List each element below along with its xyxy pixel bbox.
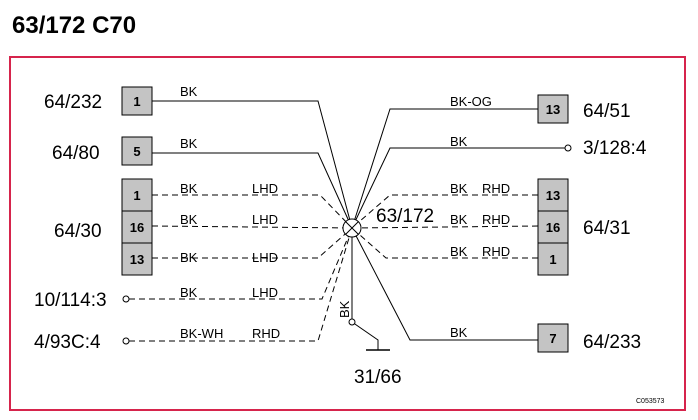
- pin-box-64-31-16: [537, 210, 569, 244]
- side-label-64-31-row2: RHD: [482, 212, 510, 227]
- diagram-title: 63/172 C70: [12, 12, 137, 39]
- wire-64-30-pin16: [151, 225, 353, 229]
- pin-64-31-row3: 1: [549, 252, 556, 267]
- wire-label-64-233: BK: [450, 325, 468, 340]
- wire-3-128: [351, 147, 565, 229]
- wire-64-30-pin13: [152, 227, 353, 259]
- pin-64-232: 1: [133, 94, 140, 109]
- connector-64-31: 64/31: [583, 218, 631, 239]
- pin-64-51: 13: [546, 102, 560, 117]
- pin-64-233: 7: [549, 331, 556, 346]
- connector-64-233: 64/233: [583, 332, 641, 353]
- wire-label-64-51: BK-OG: [450, 94, 492, 109]
- connector-64-232: 64/232: [44, 92, 102, 113]
- wire-label-4-93c: BK-WH: [180, 326, 223, 341]
- center-label: 63/172: [376, 206, 434, 227]
- pin-64-31-row1: 13: [546, 188, 560, 203]
- pin-64-80: 5: [133, 144, 140, 159]
- splice-node: [342, 218, 362, 238]
- side-label-4-93c: RHD: [252, 326, 280, 341]
- side-label-64-30-row3: LHD: [252, 250, 278, 265]
- wire-label-64-31-row3: BK: [450, 244, 468, 259]
- wire-64-31-pin13: [351, 194, 538, 229]
- pin-box-64-51: [537, 94, 569, 124]
- wire-label-64-80: BK: [180, 136, 198, 151]
- wire-label-10-114: BK: [180, 285, 198, 300]
- pin-box-64-233: [537, 323, 569, 353]
- connector-64-51: 64/51: [583, 101, 631, 122]
- pin-64-30-row2: 16: [130, 220, 144, 235]
- ground-label: 31/66: [354, 367, 402, 388]
- pin-box-64-30-16: [121, 210, 153, 244]
- wire-ground: [351, 228, 379, 350]
- wire-64-232: [152, 100, 353, 229]
- wire-64-51: [351, 108, 538, 229]
- side-label-64-30-row2: LHD: [252, 212, 278, 227]
- side-label-10-114: LHD: [252, 285, 278, 300]
- terminal-10-114: [122, 295, 130, 303]
- wire-label-64-31-row1: BK: [450, 181, 468, 196]
- terminal-3-128: [564, 144, 572, 152]
- wire-64-233: [351, 227, 538, 341]
- pin-box-64-30-1: [121, 178, 153, 212]
- pin-64-30-row3: 13: [130, 252, 144, 267]
- terminal-ground: [348, 318, 356, 326]
- diagram-frame: [9, 56, 686, 411]
- wire-label-3-128: BK: [450, 134, 468, 149]
- terminal-4-93c: [122, 337, 130, 345]
- pin-64-30-row1: 1: [133, 188, 140, 203]
- connector-4-93c: 4/93C:4: [34, 332, 101, 353]
- connector-64-80: 64/80: [52, 143, 100, 164]
- pin-box-64-31-1: [537, 242, 569, 276]
- side-label-64-30-row1: LHD: [252, 181, 278, 196]
- pin-box-64-30-13: [121, 242, 153, 276]
- wire-10-114: [129, 227, 353, 300]
- side-label-64-31-row1: RHD: [482, 181, 510, 196]
- figure-code: C053573: [636, 398, 665, 405]
- wire-label-ground: BK: [337, 300, 352, 318]
- pin-box-64-232: [121, 86, 153, 116]
- wire-label-64-30-row3: BK: [180, 250, 198, 265]
- wire-64-31-pin1: [351, 227, 538, 259]
- wire-label-64-30-row2: BK: [180, 212, 198, 227]
- connector-3-128: 3/128:4: [583, 138, 647, 159]
- wire-label-64-232: BK: [180, 84, 198, 99]
- pin-box-64-31-13: [537, 178, 569, 212]
- wire-4-93c: [129, 227, 353, 342]
- wire-label-64-30-row1: BK: [180, 181, 198, 196]
- wire-64-80: [152, 152, 353, 229]
- connector-10-114: 10/114:3: [34, 290, 107, 311]
- wire-label-64-31-row2: BK: [450, 212, 468, 227]
- wire-64-31-pin16: [351, 225, 539, 229]
- pin-64-31-row2: 16: [546, 220, 560, 235]
- connector-64-30: 64/30: [54, 221, 102, 242]
- side-label-64-31-row3: RHD: [482, 244, 510, 259]
- pin-box-64-80: [121, 136, 153, 166]
- wire-64-30-pin1: [152, 194, 353, 229]
